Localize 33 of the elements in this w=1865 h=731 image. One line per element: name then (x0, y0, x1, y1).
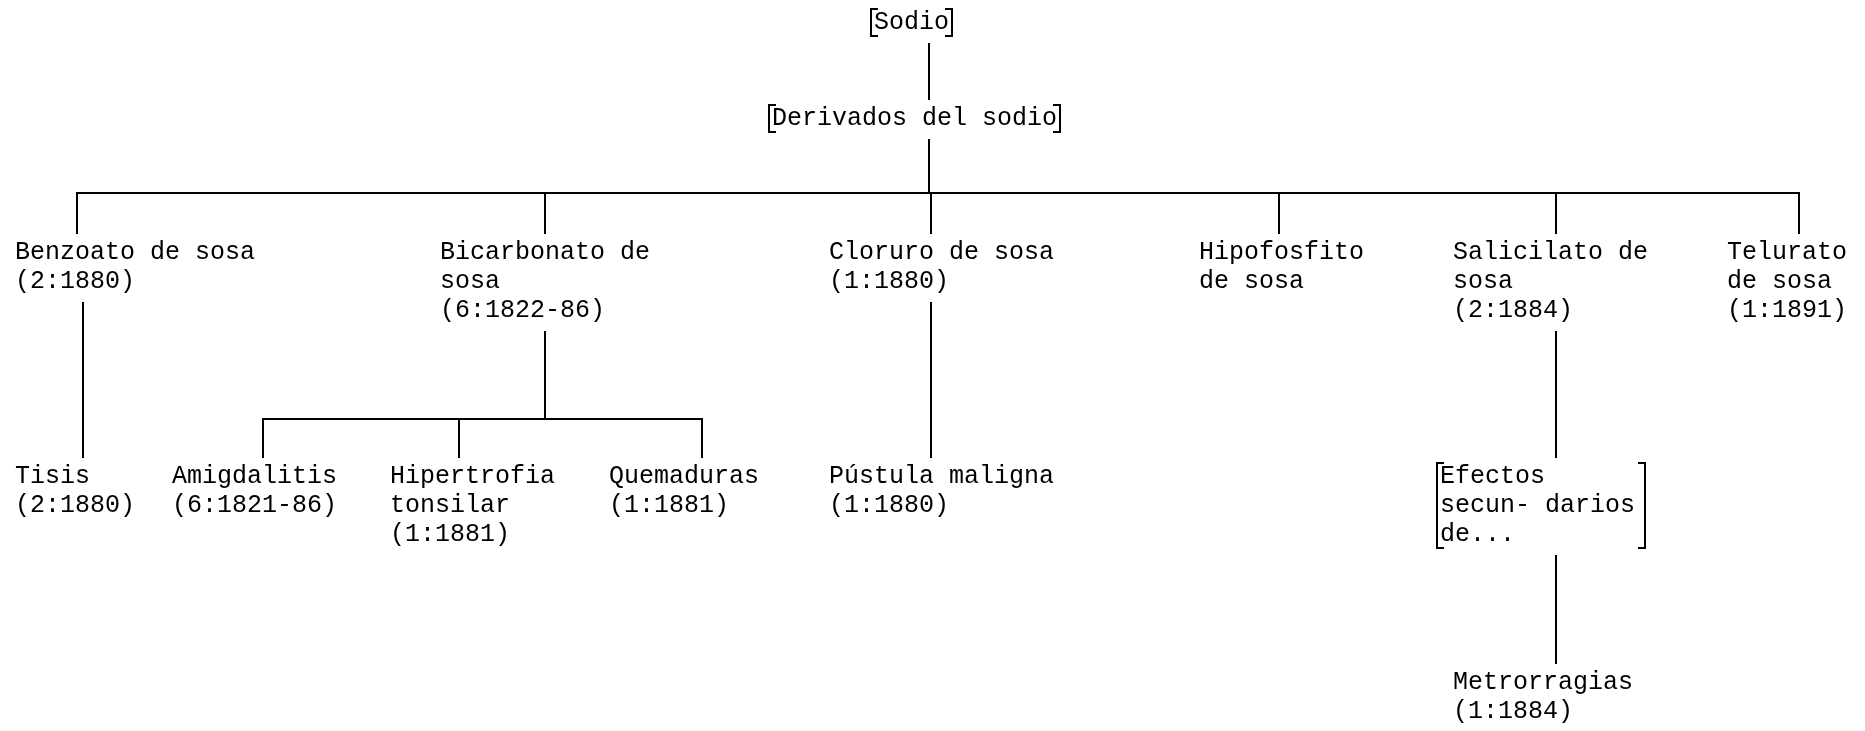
count-label: (6:1822-86) (440, 296, 607, 325)
connector-line (1555, 330, 1557, 459)
count-label: (2:1880) (15, 491, 137, 520)
connector-line (928, 42, 930, 101)
term-label: Tisis (15, 462, 91, 491)
count-label: (1:1881) (609, 491, 731, 520)
term-label: Quemaduras (609, 462, 761, 491)
term-label: Metrorragias (1453, 668, 1635, 697)
term-label: Cloruro de sosa (829, 238, 1056, 267)
term-label: Benzoato de sosa (15, 238, 257, 267)
count-label: (2:1880) (15, 267, 137, 296)
connector-line (82, 301, 84, 459)
connector-line (930, 301, 932, 459)
connector-line (928, 138, 1800, 235)
connector-line (1555, 554, 1557, 665)
count-label: (6:1821-86) (172, 491, 339, 520)
connector-line (544, 330, 703, 459)
count-label: (2:1884) (1453, 296, 1575, 325)
term-label: Telurato de sosa (1727, 238, 1849, 296)
term-label: Pústula maligna (829, 462, 1056, 491)
term-label: Hipofosfito de sosa (1199, 238, 1366, 296)
count-label: (1:1880) (829, 491, 951, 520)
bracketed-term: Sodio (870, 8, 953, 37)
term-label: Salicilato de sosa (1453, 238, 1650, 296)
count-label: (1:1891) (1727, 296, 1849, 325)
term-label: Hipertrofia tonsilar (390, 462, 557, 520)
bracketed-term: Derivados del sodio (768, 104, 1062, 133)
count-label: (1:1880) (829, 267, 951, 296)
count-label: (1:1881) (390, 520, 512, 549)
count-label: (1:1884) (1453, 697, 1575, 726)
bracketed-term: Efectos secun- darios de... (1436, 462, 1646, 549)
term-label: Amigdalitis (172, 462, 339, 491)
term-label: Bicarbonato de sosa (440, 238, 652, 296)
